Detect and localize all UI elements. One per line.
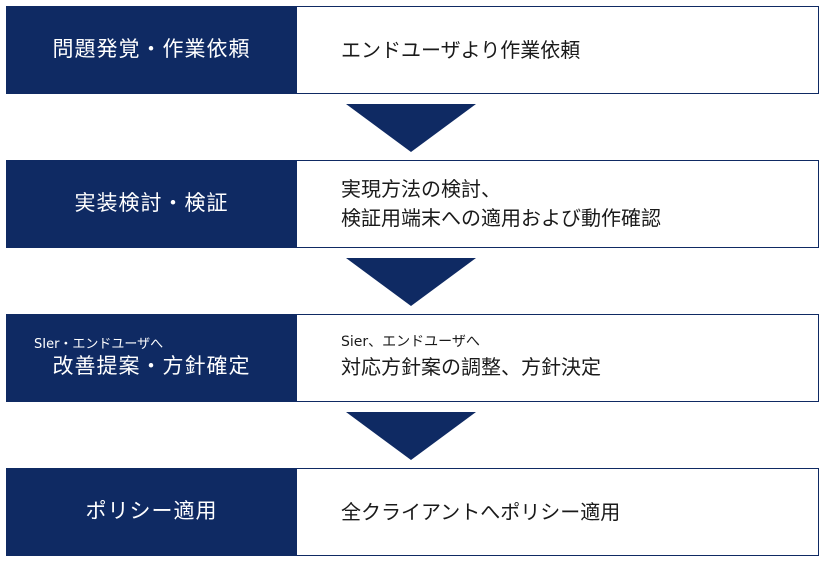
step-3-label-box: SIer・エンドユーザへ 改善提案・方針確定 [6, 314, 297, 402]
step-3-label-pre: SIer・エンドユーザへ [34, 336, 164, 352]
step-4-label: ポリシー適用 [85, 499, 218, 524]
step-4-desc-box: 全クライアントへポリシー適用 [297, 468, 819, 556]
step-1-label-box: 問題発覚・作業依頼 [6, 6, 297, 94]
down-arrow-1-icon [346, 104, 476, 152]
step-1-desc-box: エンドユーザより作業依頼 [297, 6, 819, 94]
step-4-desc-line-1: 全クライアントへポリシー適用 [341, 499, 621, 524]
step-2-label: 実装検討・検証 [74, 191, 229, 216]
down-arrow-3-icon [346, 412, 476, 460]
step-3-label: 改善提案・方針確定 [52, 354, 251, 379]
step-2-desc-line-2: 検証用端末への適用および動作確認 [341, 206, 661, 230]
down-arrow-2-icon [346, 258, 476, 306]
flow-step-2: 実装検討・検証 実現方法の検討、 検証用端末への適用および動作確認 [6, 160, 819, 248]
step-3-desc-pre: Sier、エンドユーザへ [341, 334, 480, 351]
flow-step-4: ポリシー適用 全クライアントへポリシー適用 [6, 468, 819, 556]
step-1-label: 問題発覚・作業依頼 [52, 37, 251, 62]
step-3-desc-line-1: 対応方針案の調整、方針決定 [341, 354, 601, 379]
step-2-label-box: 実装検討・検証 [6, 160, 297, 248]
step-2-desc-box: 実現方法の検討、 検証用端末への適用および動作確認 [297, 160, 819, 248]
step-1-desc-line-1: エンドユーザより作業依頼 [341, 37, 581, 62]
flow-step-3: SIer・エンドユーザへ 改善提案・方針確定 Sier、エンドユーザへ 対応方針… [6, 314, 819, 402]
step-2-desc-line-1: 実現方法の検討、 [341, 177, 501, 201]
step-3-desc-box: Sier、エンドユーザへ 対応方針案の調整、方針決定 [297, 314, 819, 402]
step-4-label-box: ポリシー適用 [6, 468, 297, 556]
flow-step-1: 問題発覚・作業依頼 エンドユーザより作業依頼 [6, 6, 819, 94]
